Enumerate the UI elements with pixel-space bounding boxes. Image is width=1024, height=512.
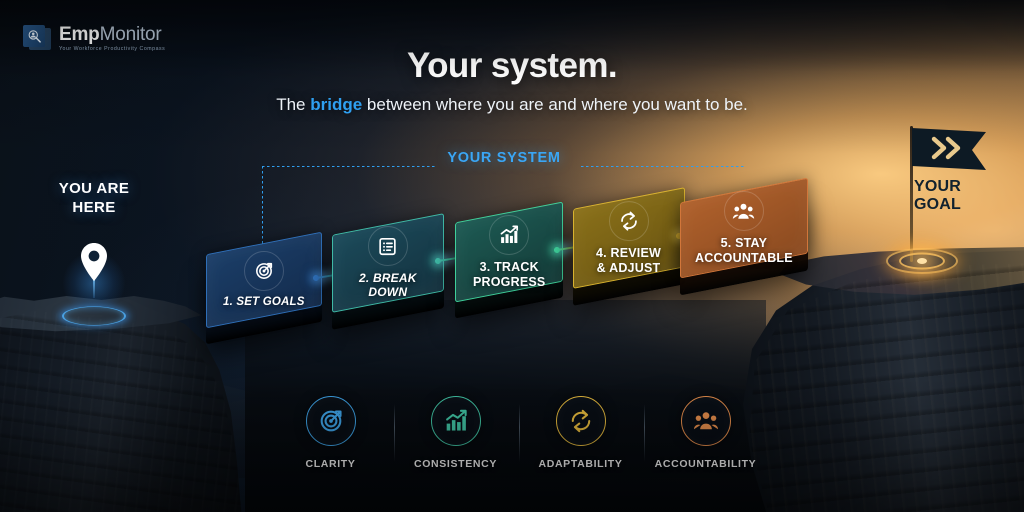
goal-label: YOUR GOAL	[914, 178, 962, 214]
bar-chart-icon	[430, 396, 481, 446]
step-block-label: 3. TRACK PROGRESS	[472, 259, 546, 289]
step-block-label: 1. SET GOALS	[223, 295, 305, 308]
goal-flag	[912, 128, 986, 170]
value-item-clarity[interactable]: CLARITY	[268, 396, 393, 470]
value-item-label: CLARITY	[305, 458, 356, 470]
checklist-icon	[368, 226, 408, 267]
step-block-label: 4. REVIEW & ADJUST	[596, 245, 662, 275]
step-block-4[interactable]: 4. REVIEW & ADJUST	[573, 187, 685, 306]
bar-chart-icon	[488, 214, 529, 255]
step-block-top-plate: 5. STAY ACCOUNTABLE	[680, 177, 808, 279]
step-block-label: 5. STAY ACCOUNTABLE	[695, 235, 793, 265]
target-icon	[243, 250, 284, 291]
value-item-adaptability[interactable]: ADAPTABILITY	[518, 396, 643, 470]
step-block-3[interactable]: 3. TRACK PROGRESS	[455, 201, 563, 319]
step-block-label: 2. BREAK DOWN	[359, 271, 417, 300]
value-item-label: ACCOUNTABILITY	[654, 458, 757, 470]
step-block-5[interactable]: 5. STAY ACCOUNTABLE	[680, 177, 808, 296]
value-item-consistency[interactable]: CONSISTENCY	[393, 396, 518, 470]
refresh-cycle-icon	[608, 200, 649, 241]
value-item-label: CONSISTENCY	[414, 458, 497, 470]
value-item-accountability[interactable]: ACCOUNTABILITY	[643, 396, 768, 470]
value-item-label: ADAPTABILITY	[538, 458, 623, 470]
step-block-1[interactable]: 1. SET GOALS	[206, 231, 322, 345]
goal-marker: YOUR GOAL	[886, 120, 1006, 274]
goal-ring-core	[917, 258, 927, 264]
people-group-icon	[723, 190, 764, 231]
goal-target-ring	[884, 246, 960, 276]
refresh-cycle-icon	[555, 396, 606, 446]
values-row: CLARITY CONSISTENCY ADAPTABILITY ACCOUNTABI…	[268, 396, 768, 484]
people-group-icon	[680, 396, 731, 446]
target-icon	[305, 396, 356, 446]
step-block-2[interactable]: 2. BREAK DOWN	[332, 213, 444, 330]
